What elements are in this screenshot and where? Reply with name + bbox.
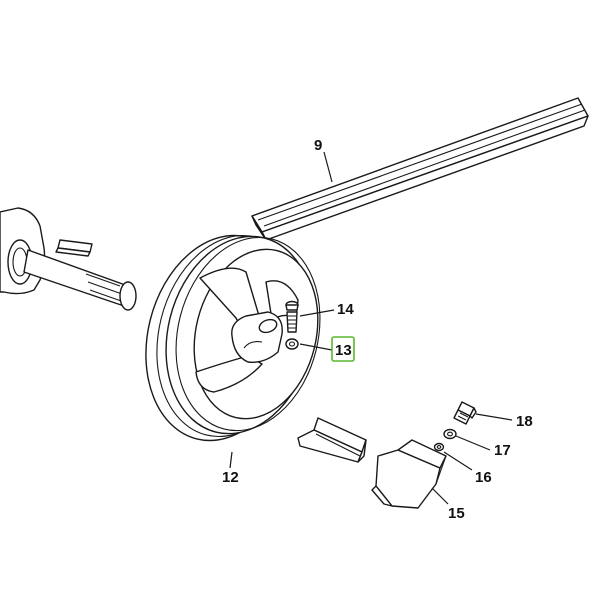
callout-18: 18 — [516, 413, 533, 430]
bolt-part[interactable] — [285, 300, 299, 333]
guard-part[interactable] — [371, 439, 447, 509]
callout-13: 13 — [335, 342, 352, 359]
belt-part[interactable] — [251, 97, 589, 241]
guard-bolt-part[interactable] — [453, 401, 477, 425]
shaft-assembly — [0, 207, 137, 311]
callout-12: 12 — [222, 469, 239, 486]
pulley-part[interactable] — [125, 219, 340, 457]
nut-part[interactable] — [285, 338, 299, 350]
callout-16: 16 — [475, 469, 492, 486]
bracket-part — [297, 417, 367, 463]
callout-17: 17 — [494, 442, 511, 459]
callout-9: 9 — [314, 137, 322, 154]
washer-small-part[interactable] — [433, 442, 445, 452]
callout-15: 15 — [448, 505, 465, 522]
callout-13-highlight[interactable]: 13 — [331, 336, 355, 362]
callout-14: 14 — [337, 301, 354, 318]
washer-large-part[interactable] — [443, 428, 457, 440]
leader-lines — [229, 151, 513, 505]
